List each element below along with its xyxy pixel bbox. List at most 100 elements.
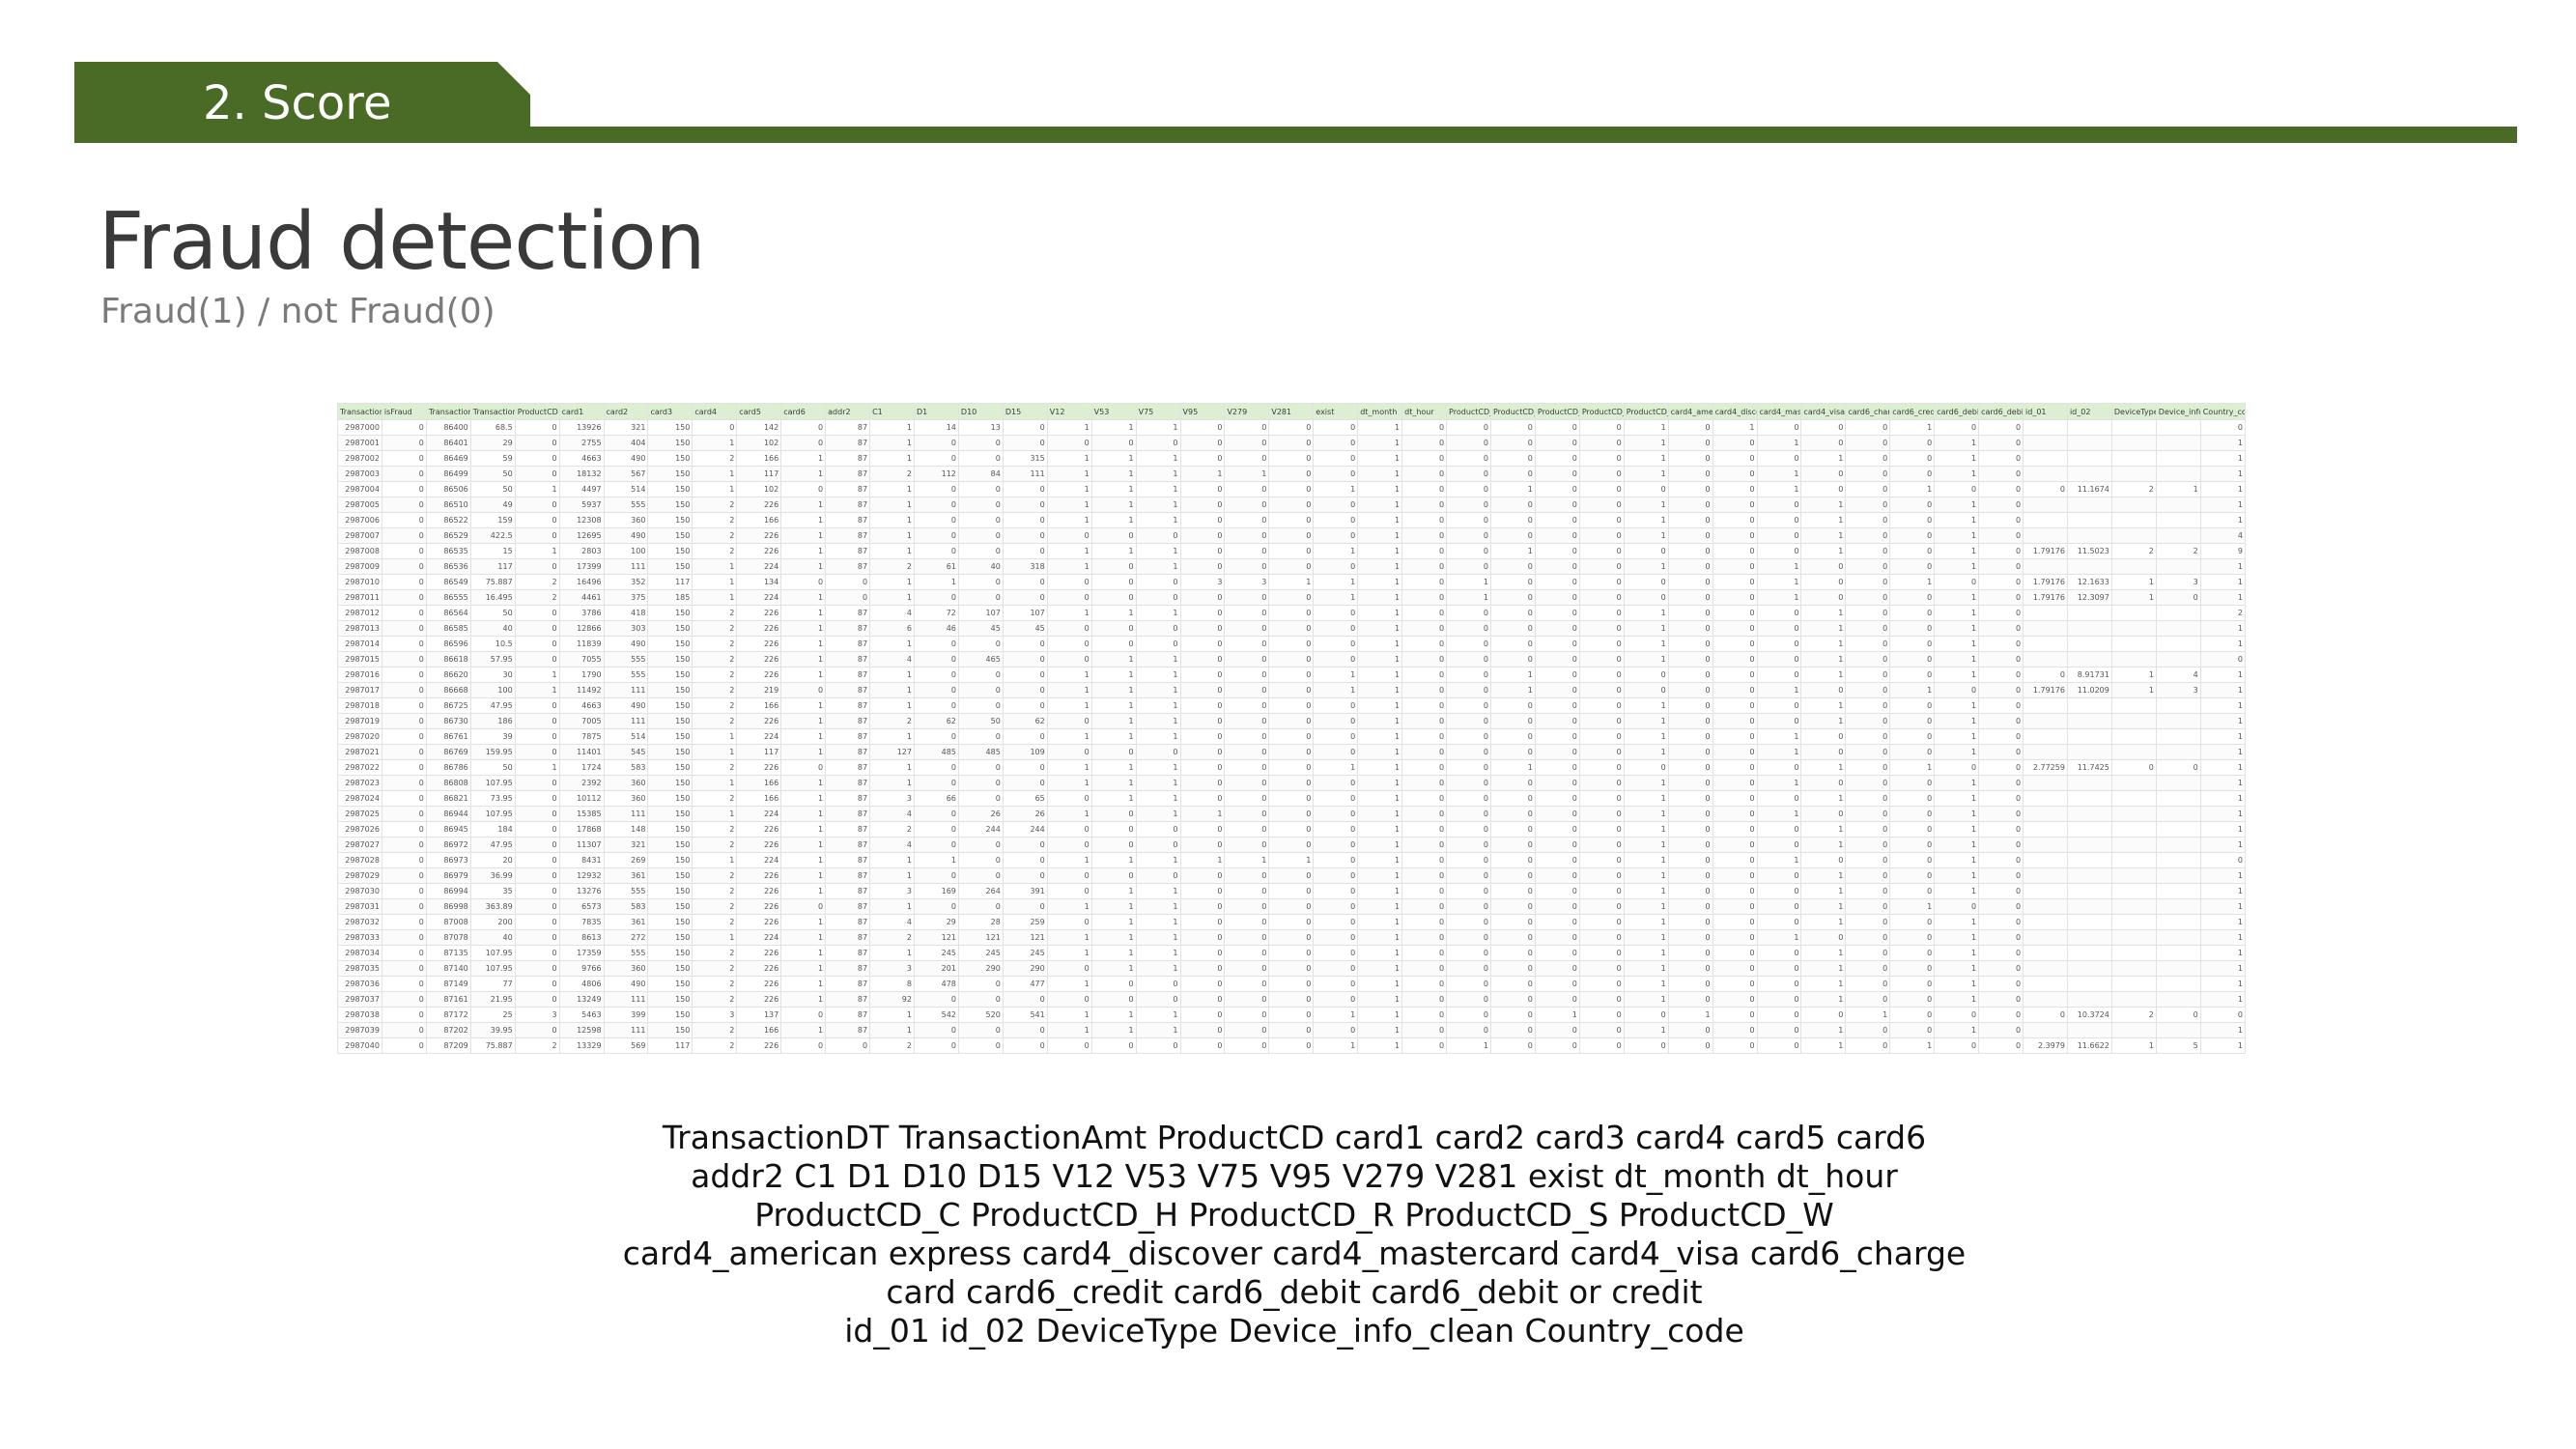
table-cell: 0 <box>913 697 959 714</box>
table-cell: 1 <box>1889 759 1936 776</box>
table-cell: 107.95 <box>469 945 516 961</box>
table-cell: 0 <box>1002 651 1048 668</box>
table-cell: 224 <box>736 929 782 946</box>
table-cell: 0 <box>1578 667 1625 683</box>
table-cell: 0 <box>1534 558 1580 575</box>
table-cell: 0 <box>514 991 560 1008</box>
table-cell: 245 <box>1002 945 1048 961</box>
table-cell: 11.1674 <box>2066 481 2112 497</box>
table-cell: 0 <box>1578 898 1625 915</box>
table-cell: 259 <box>1002 914 1048 930</box>
table-cell: 12.3097 <box>2066 589 2112 606</box>
table-cell: 226 <box>736 605 782 621</box>
table-cell: 0 <box>1179 775 1226 791</box>
table-cell: 4 <box>869 837 915 853</box>
table-cell: 0 <box>1978 991 2024 1008</box>
table-cell: 1 <box>780 775 827 791</box>
table-cell: 87 <box>825 867 871 884</box>
table-cell: 1 <box>1135 558 1181 575</box>
table-cell: 0 <box>381 976 427 992</box>
table-cell: 1 <box>1934 929 1980 946</box>
table-cell: 0 <box>1667 759 1713 776</box>
table-cell: 2 <box>2155 543 2201 559</box>
table-cell: 13329 <box>558 1037 605 1054</box>
table-cell: 0 <box>1401 527 1448 544</box>
table-cell: 226 <box>736 914 782 930</box>
table-cell: 17359 <box>558 945 605 961</box>
table-cell: 1 <box>1090 512 1137 528</box>
table-cell: 87 <box>825 991 871 1008</box>
table-cell: 40 <box>957 558 1004 575</box>
table-cell: 399 <box>603 1007 649 1023</box>
table-cell: 226 <box>736 1037 782 1054</box>
table-cell: 1 <box>780 991 827 1008</box>
table-cell: 1 <box>1090 697 1137 714</box>
table-cell: 86522 <box>425 512 471 528</box>
table-cell: 107.95 <box>469 960 516 977</box>
table-cell: 1 <box>1934 497 1980 513</box>
table-cell: 0 <box>1224 682 1270 698</box>
table-cell: 0 <box>913 1037 959 1054</box>
table-cell: 1 <box>1357 929 1403 946</box>
table-cell: 1 <box>780 867 827 884</box>
table-cell: 1 <box>1800 620 1847 637</box>
table-cell: 1 <box>780 497 827 513</box>
table-cell: 2 <box>692 497 738 513</box>
table-cell: 1 <box>1135 898 1181 915</box>
table-cell: 87 <box>825 728 871 745</box>
table-cell: 86730 <box>425 713 471 729</box>
table-cell: 1 <box>514 543 560 559</box>
table-cell: 0 <box>381 466 427 482</box>
table-cell: 0 <box>1489 867 1536 884</box>
table-cell: 0 <box>1224 976 1270 992</box>
table-cell: 0 <box>1978 1037 2024 1054</box>
table-cell: 11.6622 <box>2066 1037 2112 1054</box>
table-cell: 0 <box>1224 759 1270 776</box>
table-cell: 1 <box>1756 481 1802 497</box>
table-cell: 1 <box>1090 450 1137 467</box>
table-cell: 0 <box>1179 929 1226 946</box>
table-cell: 0 <box>1845 759 1891 776</box>
table-cell: 0 <box>2023 481 2068 497</box>
table-cell <box>2023 497 2068 513</box>
table-cell: 0 <box>957 759 1004 776</box>
table-cell: 0 <box>1978 466 2024 482</box>
table-cell: 0 <box>1978 1022 2024 1038</box>
table-cell: 1 <box>2199 1037 2246 1054</box>
table-cell: 1 <box>1357 636 1403 652</box>
table-cell <box>2066 991 2112 1008</box>
table-cell: 0 <box>957 976 1004 992</box>
table-cell: 0 <box>1667 775 1713 791</box>
table-cell: 1 <box>1623 435 1669 451</box>
table-cell: 0 <box>1845 1053 1891 1054</box>
table-cell: 16.495 <box>469 589 516 606</box>
table-cell: 0 <box>957 991 1004 1008</box>
table-column-header: C1 <box>869 403 915 420</box>
table-cell: 0 <box>1712 759 1758 776</box>
table-cell: 0 <box>957 527 1004 544</box>
table-cell: 0 <box>1712 775 1758 791</box>
table-column-header: V53 <box>1090 403 1137 420</box>
table-cell: 1 <box>1623 837 1669 853</box>
table-cell: 0 <box>381 728 427 745</box>
table-column-header: addr2 <box>825 403 871 420</box>
table-column-header: Device_info_clean <box>2155 403 2201 420</box>
table-cell: 0 <box>2023 667 2068 683</box>
table-cell: 0 <box>1623 1007 1669 1023</box>
table-cell: 0 <box>514 728 560 745</box>
table-cell: 1 <box>2199 682 2246 698</box>
table-cell: 1 <box>1357 419 1403 436</box>
table-cell: 0 <box>514 466 560 482</box>
table-cell: 0 <box>1313 837 1359 853</box>
table-cell: 0 <box>1268 790 1315 807</box>
table-cell: 0 <box>1845 852 1891 868</box>
table-cell: 6573 <box>558 898 605 915</box>
table-cell: 117 <box>647 574 694 590</box>
table-cell: 150 <box>647 790 694 807</box>
table-cell: 0 <box>1534 867 1580 884</box>
table-cell: 0 <box>1313 821 1359 838</box>
table-cell: 2 <box>692 945 738 961</box>
table-cell: 2 <box>869 466 915 482</box>
